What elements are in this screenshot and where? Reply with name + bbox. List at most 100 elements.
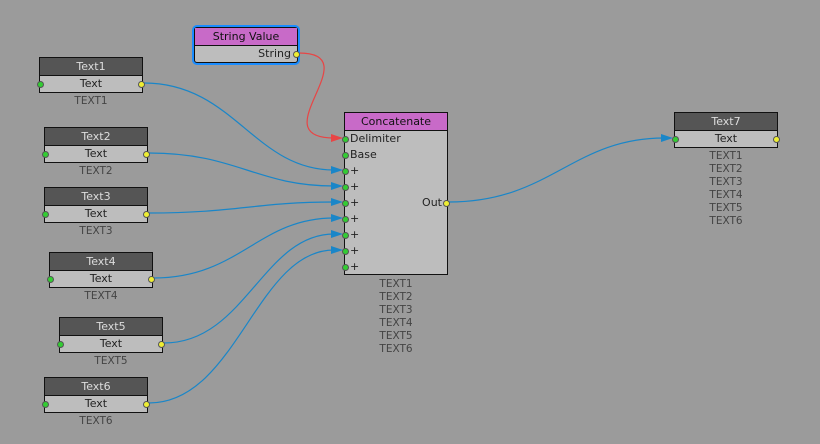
input-port[interactable] <box>37 81 44 88</box>
output-port[interactable] <box>148 276 155 283</box>
port-label: Text <box>84 147 108 160</box>
text4-node[interactable]: Text4 Text <box>47 252 155 288</box>
port-label: String <box>258 47 291 60</box>
input-row: + <box>342 259 447 275</box>
input-port[interactable] <box>342 248 349 255</box>
port-label: + <box>350 212 360 225</box>
arrowhead-icon <box>331 214 343 222</box>
text2-caption: TEXT2 <box>44 165 148 178</box>
caption-line: TEXT4 <box>84 290 118 302</box>
caption-line: TEXT3 <box>709 176 743 188</box>
port-label: + <box>350 196 360 209</box>
string-value-node[interactable]: String Value String <box>194 27 300 63</box>
output-port[interactable] <box>773 136 780 143</box>
input-row: + <box>342 211 447 227</box>
caption-line: TEXT2 <box>709 163 743 175</box>
port-label: Base <box>350 148 377 161</box>
input-port[interactable] <box>47 276 54 283</box>
input-row: + <box>342 179 447 195</box>
caption-line: TEXT4 <box>709 189 743 201</box>
text6-caption: TEXT6 <box>44 415 148 428</box>
caption-line: TEXT6 <box>379 343 413 355</box>
input-port[interactable] <box>342 264 349 271</box>
input-row: Base <box>342 147 447 163</box>
port-label: + <box>350 228 360 241</box>
caption-line: TEXT1 <box>74 95 108 107</box>
arrowhead-icon <box>331 198 343 206</box>
node-title: Text2 <box>45 128 147 146</box>
arrowhead-icon <box>331 166 343 174</box>
wire-delimiter <box>298 52 335 139</box>
text3-node[interactable]: Text3 Text <box>42 187 150 223</box>
node-title: Concatenate <box>345 113 447 131</box>
wire-text6 <box>148 249 335 404</box>
input-port[interactable] <box>342 200 349 207</box>
text6-node[interactable]: Text6 Text <box>42 377 150 413</box>
output-port[interactable] <box>158 341 165 348</box>
input-row: + <box>342 163 447 179</box>
node-title: Text6 <box>45 378 147 396</box>
input-row: + <box>342 227 447 243</box>
input-row: + <box>342 243 447 259</box>
wire-text5 <box>163 233 335 344</box>
port-label: Text <box>79 77 103 90</box>
arrowhead-icon <box>661 134 673 142</box>
caption-line: TEXT1 <box>379 278 413 290</box>
input-port[interactable] <box>672 136 679 143</box>
text3-caption: TEXT3 <box>44 225 148 238</box>
node-title: Text7 <box>675 113 777 131</box>
port-label: + <box>350 260 360 273</box>
text2-node[interactable]: Text2 Text <box>42 127 150 163</box>
input-port[interactable] <box>42 401 49 408</box>
wire-text2 <box>148 152 335 187</box>
wire-text1 <box>143 82 335 171</box>
input-port[interactable] <box>42 151 49 158</box>
text1-caption: TEXT1 <box>39 95 143 108</box>
output-port[interactable] <box>143 151 150 158</box>
port-label: + <box>350 180 360 193</box>
caption-line: TEXT5 <box>709 202 743 214</box>
output-port[interactable] <box>143 211 150 218</box>
arrowhead-icon <box>331 246 343 254</box>
port-label-out: Out <box>422 196 442 209</box>
output-port[interactable] <box>143 401 150 408</box>
wire-out-text7 <box>448 137 665 203</box>
input-row: Delimiter <box>342 131 447 147</box>
caption-line: TEXT6 <box>79 415 113 427</box>
text4-caption: TEXT4 <box>49 290 153 303</box>
input-row: + <box>342 195 447 211</box>
output-port[interactable] <box>293 51 300 58</box>
input-port[interactable] <box>342 216 349 223</box>
output-port[interactable] <box>443 200 450 207</box>
port-label: Text <box>89 272 113 285</box>
port-label: Text <box>714 132 738 145</box>
text5-node[interactable]: Text5 Text <box>57 317 165 353</box>
caption-line: TEXT5 <box>94 355 128 367</box>
input-port[interactable] <box>342 184 349 191</box>
input-port[interactable] <box>342 152 349 159</box>
wire-text3 <box>148 201 335 214</box>
caption-line: TEXT3 <box>379 304 413 316</box>
text5-caption: TEXT5 <box>59 355 163 368</box>
arrowhead-icon <box>331 182 343 190</box>
input-port[interactable] <box>42 211 49 218</box>
port-label: Delimiter <box>350 132 401 145</box>
text7-node[interactable]: Text7 Text <box>672 112 780 148</box>
input-port[interactable] <box>342 232 349 239</box>
node-title: Text5 <box>60 318 162 336</box>
text1-node[interactable]: Text1 Text <box>37 57 145 93</box>
input-port[interactable] <box>342 136 349 143</box>
output-port[interactable] <box>138 81 145 88</box>
node-title: Text3 <box>45 188 147 206</box>
input-port[interactable] <box>57 341 64 348</box>
caption-line: TEXT6 <box>709 215 743 227</box>
input-port[interactable] <box>342 168 349 175</box>
caption-line: TEXT1 <box>709 150 743 162</box>
wire-text4 <box>153 217 335 279</box>
caption-line: TEXT2 <box>79 165 113 177</box>
